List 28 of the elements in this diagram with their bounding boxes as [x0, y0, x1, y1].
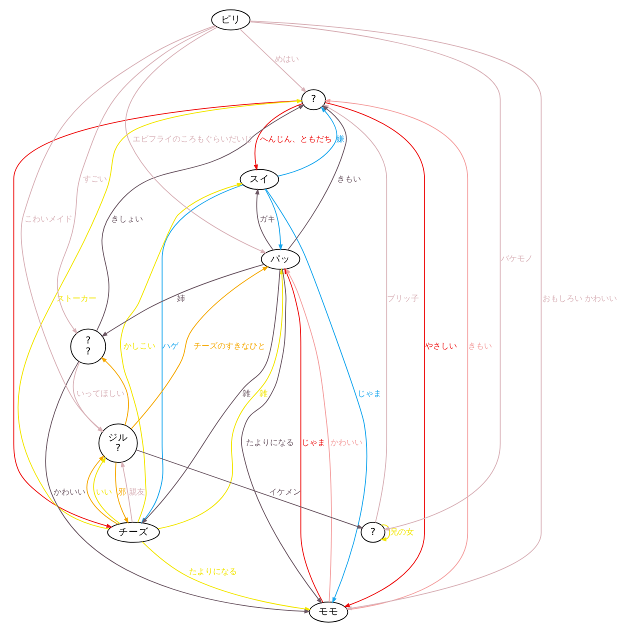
arrow — [20, 25, 216, 432]
arrow — [120, 460, 133, 523]
arrow — [72, 361, 104, 433]
arrow — [255, 188, 274, 250]
arrow — [286, 268, 332, 602]
arrow — [250, 21, 501, 531]
arrow — [125, 26, 267, 254]
arrow — [264, 188, 283, 251]
arrow — [130, 266, 269, 430]
arrow — [93, 456, 121, 524]
arrow — [100, 356, 129, 426]
node-ellipse: ピリ — [211, 9, 250, 30]
node-ellipse: ? — [301, 89, 326, 110]
arrow — [380, 524, 390, 542]
node-ellipse: モモ — [308, 602, 348, 623]
arrow — [324, 98, 468, 610]
arrow — [254, 103, 303, 171]
arrow — [265, 188, 368, 604]
arrow — [96, 104, 305, 332]
arrow — [136, 449, 364, 529]
arrow — [324, 102, 425, 608]
arrow — [86, 455, 118, 525]
node-ellipse: スイ — [240, 169, 280, 190]
arrow — [277, 106, 338, 177]
arrow — [115, 462, 129, 524]
arrow — [101, 264, 264, 337]
arrow — [56, 26, 216, 334]
arrow — [239, 28, 307, 93]
